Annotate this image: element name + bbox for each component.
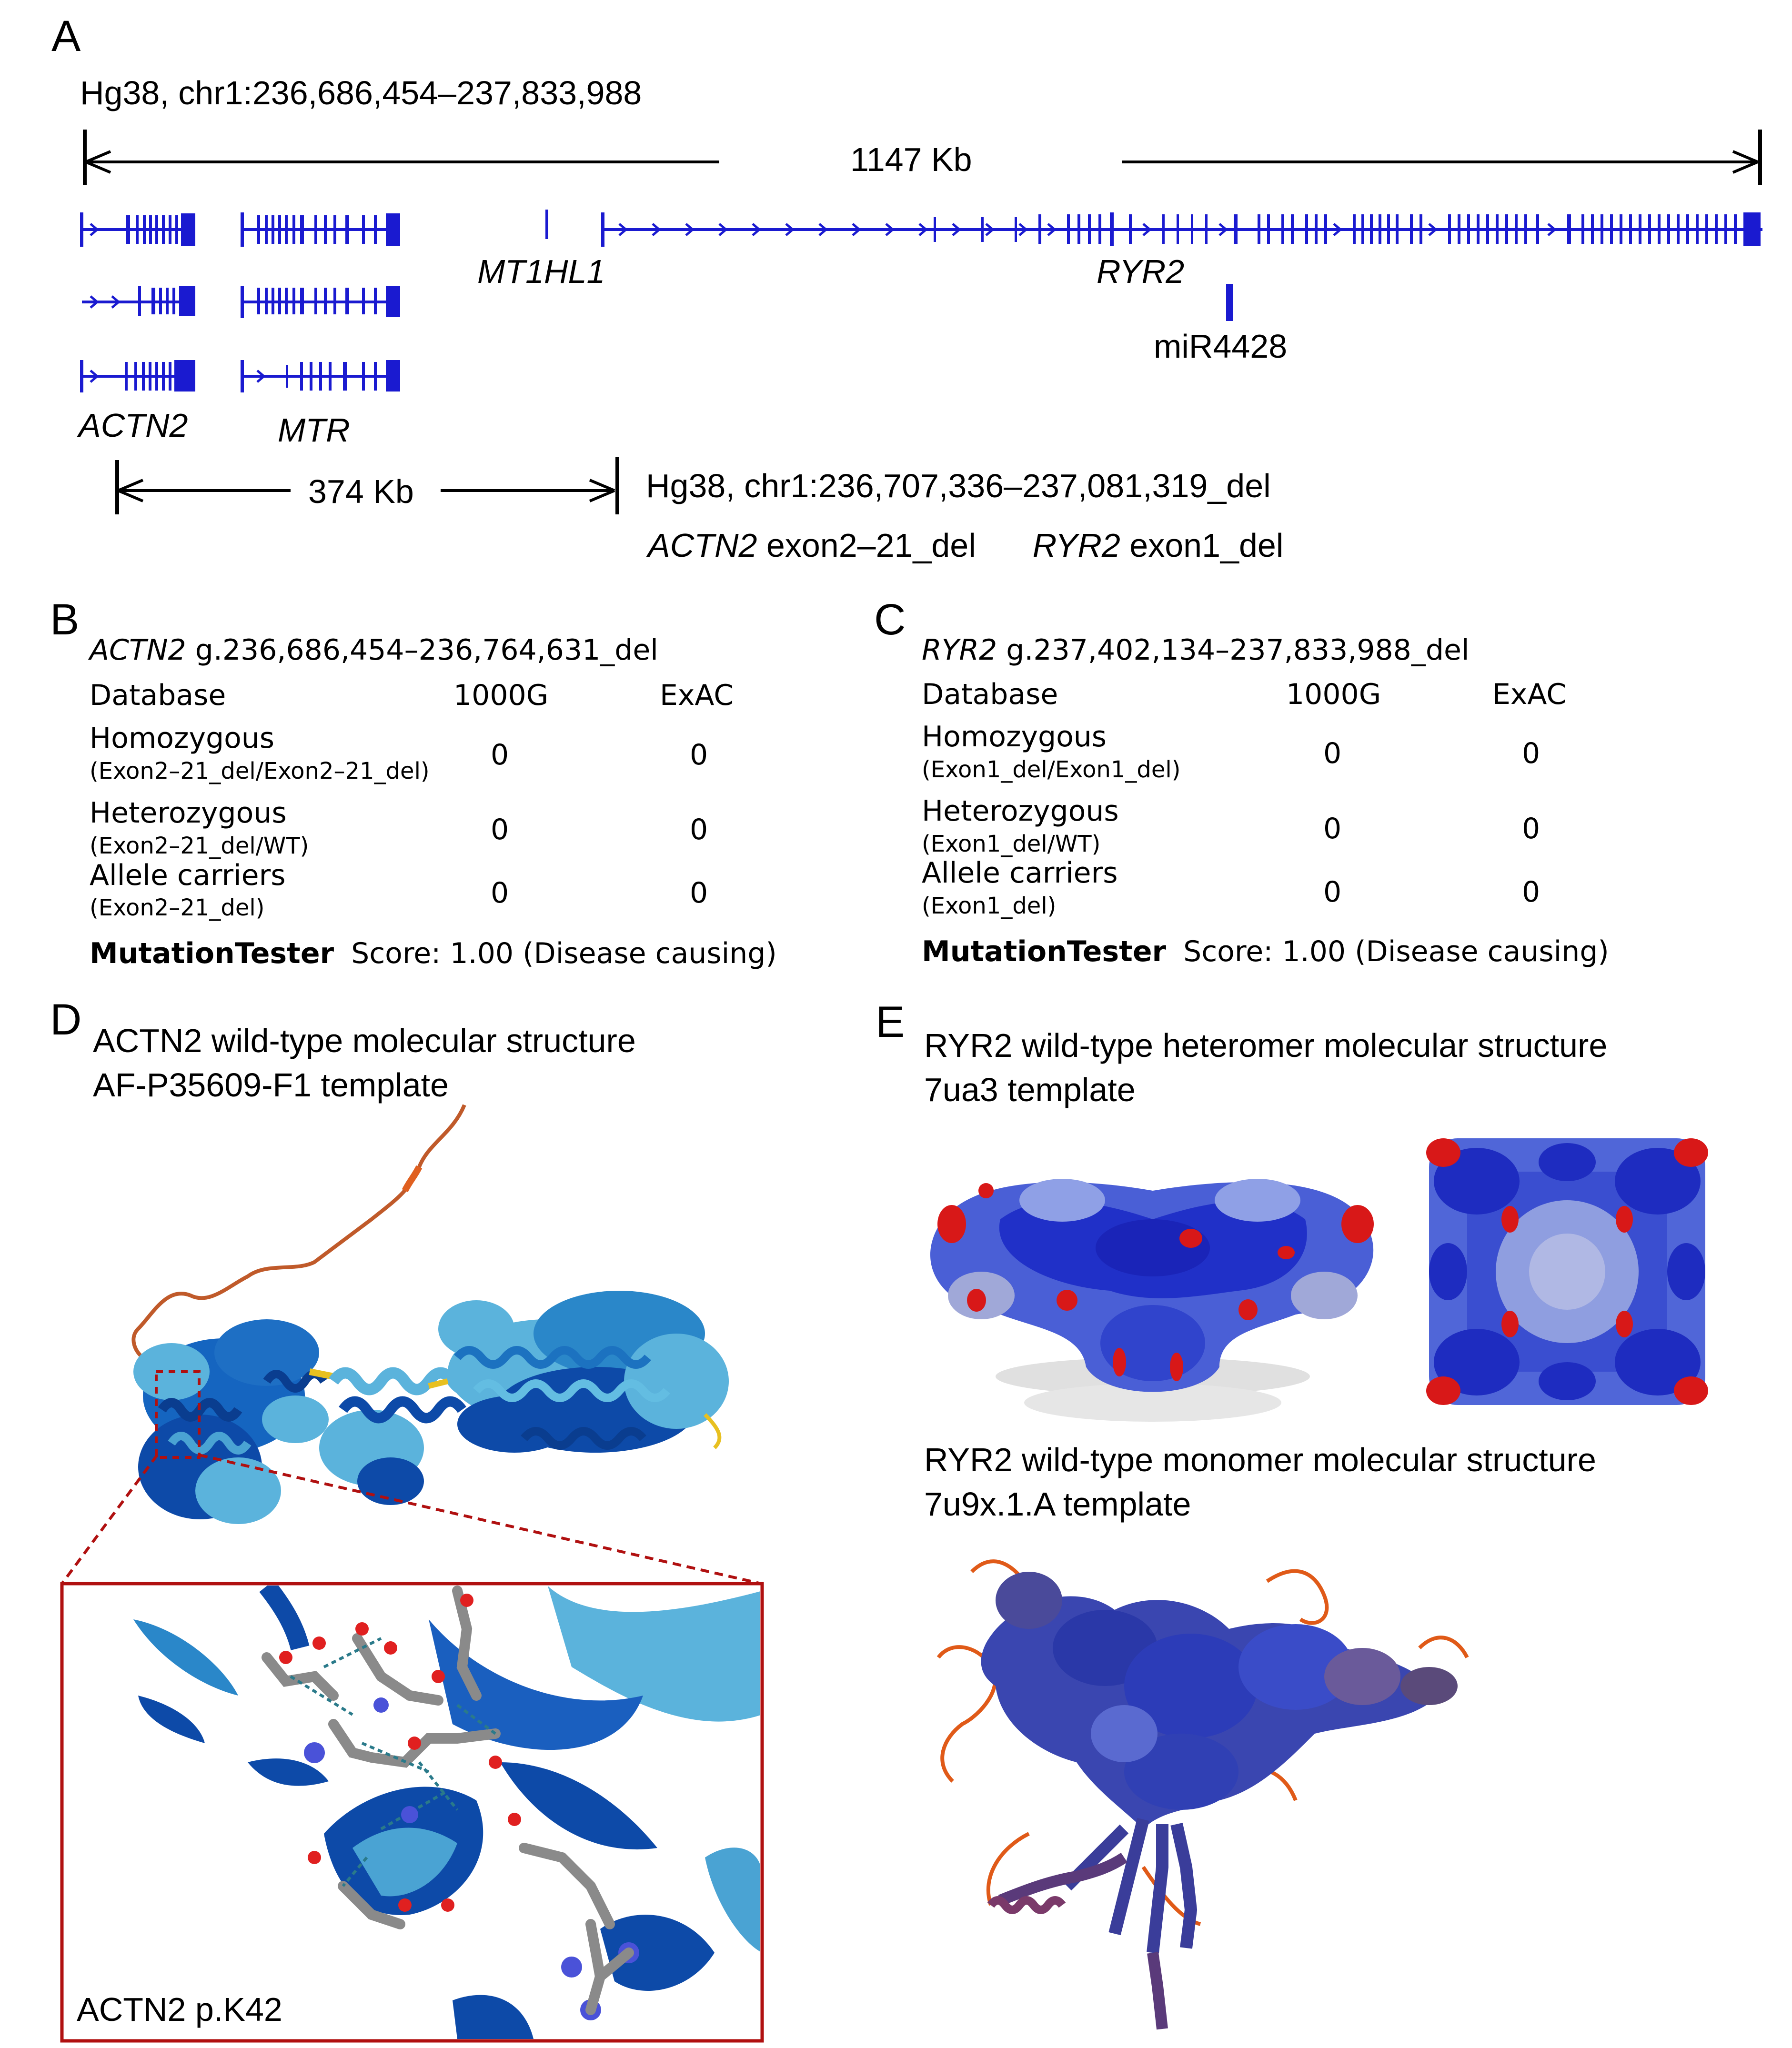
del-span-label-374kb: 374 Kb bbox=[308, 473, 414, 510]
panel-c-row-sub: (Exon1_del/WT) bbox=[922, 831, 1101, 857]
panel-c-title-rest: g.237,402,134–237,833,988_del bbox=[997, 633, 1470, 667]
del-actn2-gene: ACTN2 bbox=[648, 527, 757, 564]
panel-b-row-sub: (Exon2–21_del/WT) bbox=[90, 833, 309, 859]
panel-c-row-exac-value: 0 bbox=[1522, 812, 1540, 845]
gene-label-mtr: MTR bbox=[278, 412, 350, 449]
panel-letter-d: D bbox=[50, 995, 82, 1044]
panel-b-tester-score: Score: 1.00 (Disease causing) bbox=[351, 937, 777, 970]
panel-e-title-line2: 7ua3 template bbox=[924, 1071, 1136, 1108]
panel-b-row-exac-value: 0 bbox=[690, 813, 708, 846]
panel-b-row-label: Allele carriers bbox=[90, 859, 286, 892]
panel-b-title-rest: g.236,686,454–236,764,631_del bbox=[186, 633, 658, 667]
panel-d-title-line2: AF-P35609-F1 template bbox=[93, 1066, 449, 1104]
panel-b-row-label: Heterozygous bbox=[90, 796, 287, 830]
panel-e-title-line4: 7u9x.1.A template bbox=[924, 1486, 1191, 1523]
panel-b-col-1000g: 1000G bbox=[453, 679, 549, 712]
del-actn2-text: exon2–21_del bbox=[757, 527, 976, 564]
gene-tracks bbox=[80, 210, 1762, 392]
deletion-exons: ACTN2 exon2–21_del RYR2 exon1_del bbox=[648, 529, 1283, 562]
panel-b-col-exac: ExAC bbox=[660, 679, 734, 712]
panel-b-row-label: Homozygous bbox=[90, 722, 275, 755]
panel-c-row-1000g-value: 0 bbox=[1323, 812, 1342, 845]
inset-label-actn2-k42: ACTN2 p.K42 bbox=[74, 1992, 285, 2027]
panel-letter-b: B bbox=[50, 595, 80, 644]
panel-letter-a: A bbox=[51, 12, 81, 60]
panel-b-tester-label: MutationTester bbox=[90, 937, 334, 970]
panel-d-title-line1: ACTN2 wild-type molecular structure bbox=[93, 1022, 636, 1059]
panel-c-col-database: Database bbox=[922, 678, 1058, 711]
panel-c-row-exac-value: 0 bbox=[1522, 737, 1540, 770]
panel-c-row-sub: (Exon1_del) bbox=[922, 893, 1057, 919]
panel-c-row-label: Allele carriers bbox=[922, 856, 1118, 890]
gene-label-ryr2: RYR2 bbox=[1097, 253, 1185, 290]
panel-c-row-exac-value: 0 bbox=[1522, 875, 1540, 909]
panel-e-title-line3: RYR2 wild-type monomer molecular structu… bbox=[924, 1441, 1596, 1478]
panel-b-title-gene: ACTN2 bbox=[90, 633, 186, 667]
panel-c-row-label: Heterozygous bbox=[922, 794, 1119, 828]
panel-c-row-1000g-value: 0 bbox=[1323, 875, 1342, 909]
panel-b-row-exac-value: 0 bbox=[690, 876, 708, 910]
panel-e-title-line1: RYR2 wild-type heteromer molecular struc… bbox=[924, 1027, 1608, 1064]
panel-c-col-exac: ExAC bbox=[1492, 678, 1567, 711]
genomic-span-ruler bbox=[83, 130, 1762, 185]
panel-b-row-sub: (Exon2–21_del) bbox=[90, 894, 265, 921]
panel-a-coords: Hg38, chr1:236,686,454–237,833,988 bbox=[80, 74, 642, 111]
panel-b-row-1000g-value: 0 bbox=[491, 738, 509, 772]
panel-c-row-label: Homozygous bbox=[922, 720, 1107, 753]
panel-letter-e: E bbox=[876, 998, 905, 1046]
panel-c-col-1000g: 1000G bbox=[1286, 678, 1381, 711]
gene-label-mt1hl1: MT1HL1 bbox=[477, 253, 605, 290]
panel-c-row-1000g-value: 0 bbox=[1323, 737, 1342, 770]
panel-c-row-sub: (Exon1_del/Exon1_del) bbox=[922, 756, 1181, 783]
panel-b-col-database: Database bbox=[90, 679, 226, 712]
gene-label-actn2: ACTN2 bbox=[79, 407, 188, 444]
panel-c-tester-score: Score: 1.00 (Disease causing) bbox=[1183, 935, 1609, 968]
del-ryr2-gene: RYR2 bbox=[1032, 527, 1120, 564]
panel-b-row-sub: (Exon2–21_del/Exon2–21_del) bbox=[90, 758, 430, 784]
panel-b-row-1000g-value: 0 bbox=[491, 813, 509, 846]
span-label-1147kb: 1147 Kb bbox=[850, 141, 972, 178]
deletion-coords: Hg38, chr1:236,707,336–237,081,319_del bbox=[646, 467, 1271, 504]
deletion-span-ruler bbox=[115, 457, 619, 514]
panel-b-row-exac-value: 0 bbox=[690, 738, 708, 772]
del-ryr2-text: exon1_del bbox=[1120, 527, 1284, 564]
gene-label-mir4428: miR4428 bbox=[1154, 328, 1288, 365]
panel-c-tester-label: MutationTester bbox=[922, 935, 1167, 968]
panel-letter-c: C bbox=[874, 595, 906, 644]
panel-c-title-gene: RYR2 bbox=[922, 633, 997, 667]
panel-b-row-1000g-value: 0 bbox=[491, 876, 509, 910]
